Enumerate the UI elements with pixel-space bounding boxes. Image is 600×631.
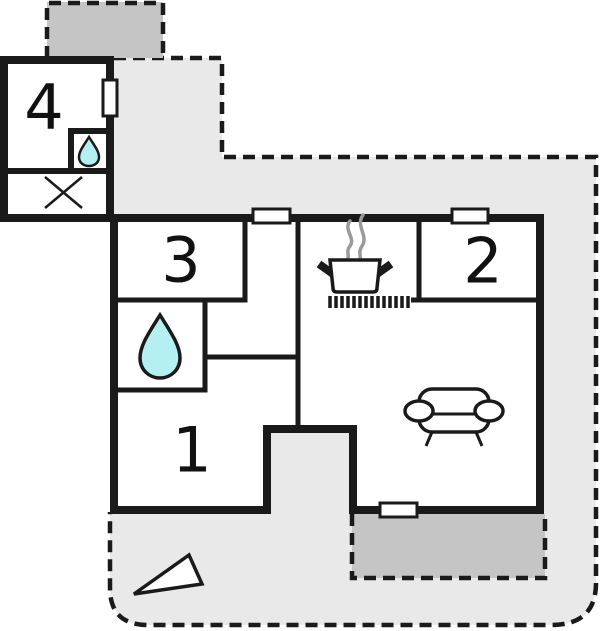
room-label-1: 1 [172, 414, 211, 487]
annex-interior-walls [4, 128, 110, 174]
window-room2-north [450, 207, 490, 225]
steam-icon [346, 213, 366, 261]
window-living-south [378, 501, 419, 519]
interior-walls [114, 218, 540, 429]
room-label-2: 2 [463, 225, 502, 298]
sofa-icon [403, 387, 505, 447]
room-label-3: 3 [161, 224, 200, 297]
annex-outline [0, 56, 114, 222]
patio-area [352, 514, 545, 578]
balcony-area [47, 2, 163, 58]
sofa-leg-right [474, 431, 484, 447]
direction-arrow-icon [132, 552, 205, 596]
pot-body [328, 258, 382, 294]
pot-icon [316, 258, 394, 294]
sofa-leg-left [424, 431, 434, 447]
terrace-boundary [107, 55, 599, 628]
cross-icon [44, 176, 83, 209]
balcony-boundary [44, 0, 166, 58]
sofa-armrest-right [473, 399, 505, 423]
water-drop-icon [138, 311, 182, 380]
main-building-outline [110, 214, 544, 514]
window-hall-north [251, 207, 292, 225]
stove-hatch-icon [328, 296, 410, 308]
patio-boundary [349, 514, 548, 581]
window-annex-east [101, 78, 119, 118]
room-label-4: 4 [24, 71, 63, 144]
water-drop-small-icon [77, 134, 101, 168]
sofa-armrest-left [403, 399, 435, 423]
